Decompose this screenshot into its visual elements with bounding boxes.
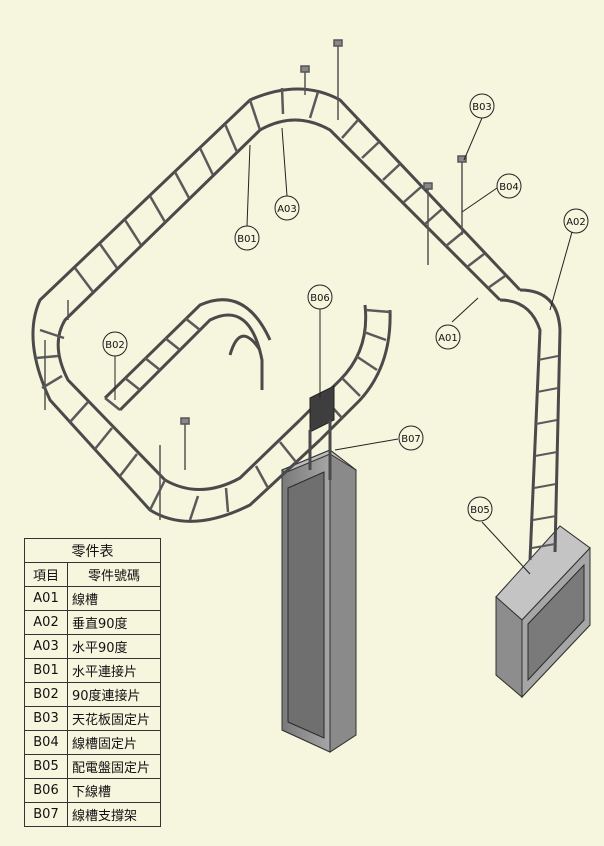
vertical-tray-rungs — [531, 355, 559, 549]
part-name: 線槽支撐架 — [67, 802, 161, 827]
callout-a02-label: A02 — [566, 217, 586, 228]
callout-a01-label: A01 — [438, 333, 458, 344]
part-code: B06 — [24, 778, 68, 803]
part-name: 線槽 — [67, 586, 161, 611]
callout-b07: B07 — [398, 425, 424, 451]
right-cabinet — [495, 525, 591, 699]
part-code: B03 — [24, 706, 68, 731]
callout-b01-label: B01 — [237, 234, 257, 245]
main-tray-rungs — [35, 87, 506, 521]
part-name: 水平90度 — [67, 634, 161, 659]
part-code: B04 — [24, 730, 68, 755]
callout-a03-label: A03 — [277, 204, 297, 215]
part-name: 線槽固定片 — [67, 730, 161, 755]
callout-b06-label: B06 — [310, 293, 330, 304]
main-tray-rails — [31, 87, 522, 523]
callout-a03: A03 — [274, 195, 300, 221]
part-code: A02 — [24, 610, 68, 635]
callout-b02: B02 — [102, 331, 128, 357]
callout-b01: B01 — [234, 225, 260, 251]
part-name: 配電盤固定片 — [67, 754, 161, 779]
part-name: 天花板固定片 — [67, 706, 161, 731]
callout-b04-label: B04 — [499, 182, 519, 193]
part-code: B02 — [24, 682, 68, 707]
branch-tray — [103, 298, 392, 442]
callout-b03: B03 — [469, 93, 495, 119]
part-code: B07 — [24, 802, 68, 827]
callout-b04: B04 — [496, 173, 522, 199]
part-code: A03 — [24, 634, 68, 659]
parts-table-header: 項目 零件號碼 — [24, 562, 161, 587]
part-name: 水平連接片 — [67, 658, 161, 683]
part-name: 垂直90度 — [67, 610, 161, 635]
callout-b05: B05 — [467, 496, 493, 522]
part-name: 90度連接片 — [67, 682, 161, 707]
vertical-tray — [499, 288, 562, 561]
callout-b07-label: B07 — [401, 434, 421, 445]
left-cabinet — [281, 449, 357, 753]
part-code: B05 — [24, 754, 68, 779]
parts-table-title: 零件表 — [24, 538, 161, 563]
ceiling-hangers — [44, 39, 467, 520]
drop-tray — [308, 385, 335, 480]
callout-b05-label: B05 — [470, 505, 490, 516]
parts-table-header-name: 零件號碼 — [67, 562, 161, 587]
callout-a01: A01 — [435, 324, 461, 350]
part-code: B01 — [24, 658, 68, 683]
part-name: 下線槽 — [67, 778, 161, 803]
callout-b06: B06 — [307, 284, 333, 310]
part-code: A01 — [24, 586, 68, 611]
leader-lines — [114, 117, 573, 575]
callout-a02: A02 — [563, 208, 589, 234]
callout-b02-label: B02 — [105, 340, 125, 351]
parts-table-header-code: 項目 — [24, 562, 68, 587]
callout-b03-label: B03 — [472, 102, 492, 113]
